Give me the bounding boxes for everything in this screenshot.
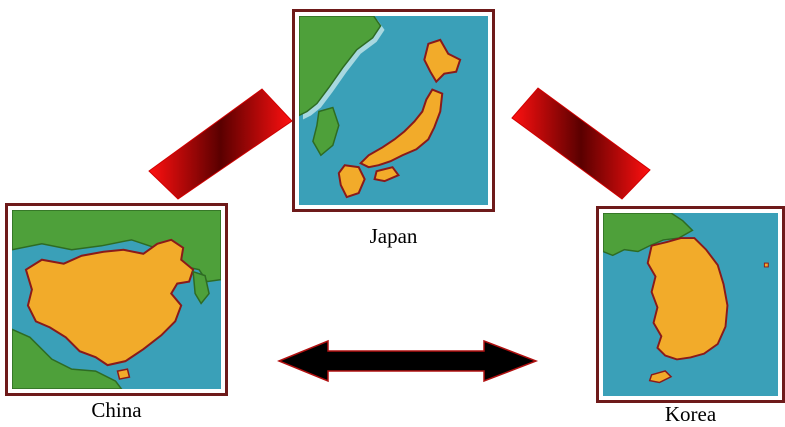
southern-land (12, 328, 123, 389)
japan-korea-connector (511, 87, 651, 200)
china-japan-connector (148, 88, 293, 200)
japan-label: Japan (369, 224, 418, 248)
china-label: China (91, 398, 142, 422)
korea-map (603, 213, 778, 396)
mainland-land (299, 16, 382, 117)
china-korea-double-arrow (277, 339, 539, 383)
japan-map-frame (292, 9, 495, 212)
japan-map (299, 16, 488, 205)
south-korea-land (646, 237, 729, 361)
china-map (12, 210, 221, 389)
china-map-frame (5, 203, 228, 396)
korea-label: Korea (664, 402, 717, 426)
korea-map-frame (596, 206, 785, 403)
china-land (24, 238, 195, 367)
hokkaido-land (423, 38, 462, 84)
honshu-land (358, 88, 444, 169)
north-land (603, 213, 694, 257)
